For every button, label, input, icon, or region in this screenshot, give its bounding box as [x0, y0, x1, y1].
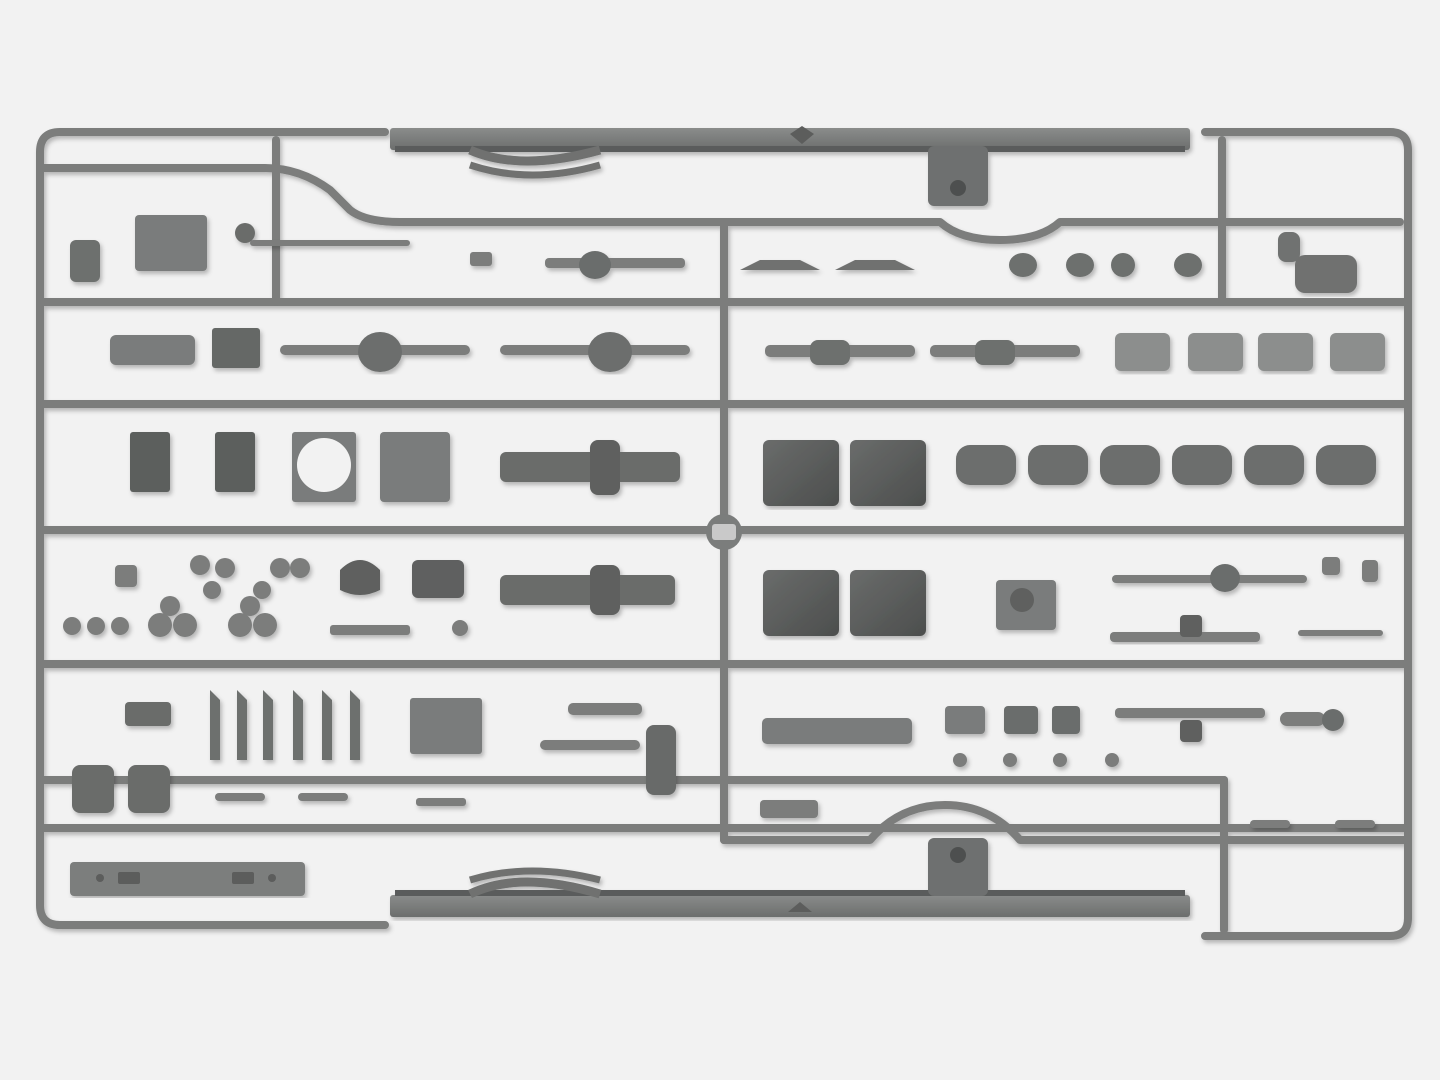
parts-row-6 — [125, 690, 1344, 795]
parts-row-5 — [63, 596, 1383, 642]
bumper-part — [70, 862, 305, 896]
parts-row-3 — [130, 432, 1376, 506]
sprue-center-gate — [706, 514, 742, 550]
chassis-rail-top — [390, 126, 1190, 206]
chassis-rail-bottom — [390, 838, 1190, 917]
parts-row-2 — [110, 328, 1385, 372]
parts-row-4 — [115, 555, 1378, 636]
parts-row-7 — [72, 753, 1375, 828]
parts-row-1 — [70, 215, 1357, 293]
